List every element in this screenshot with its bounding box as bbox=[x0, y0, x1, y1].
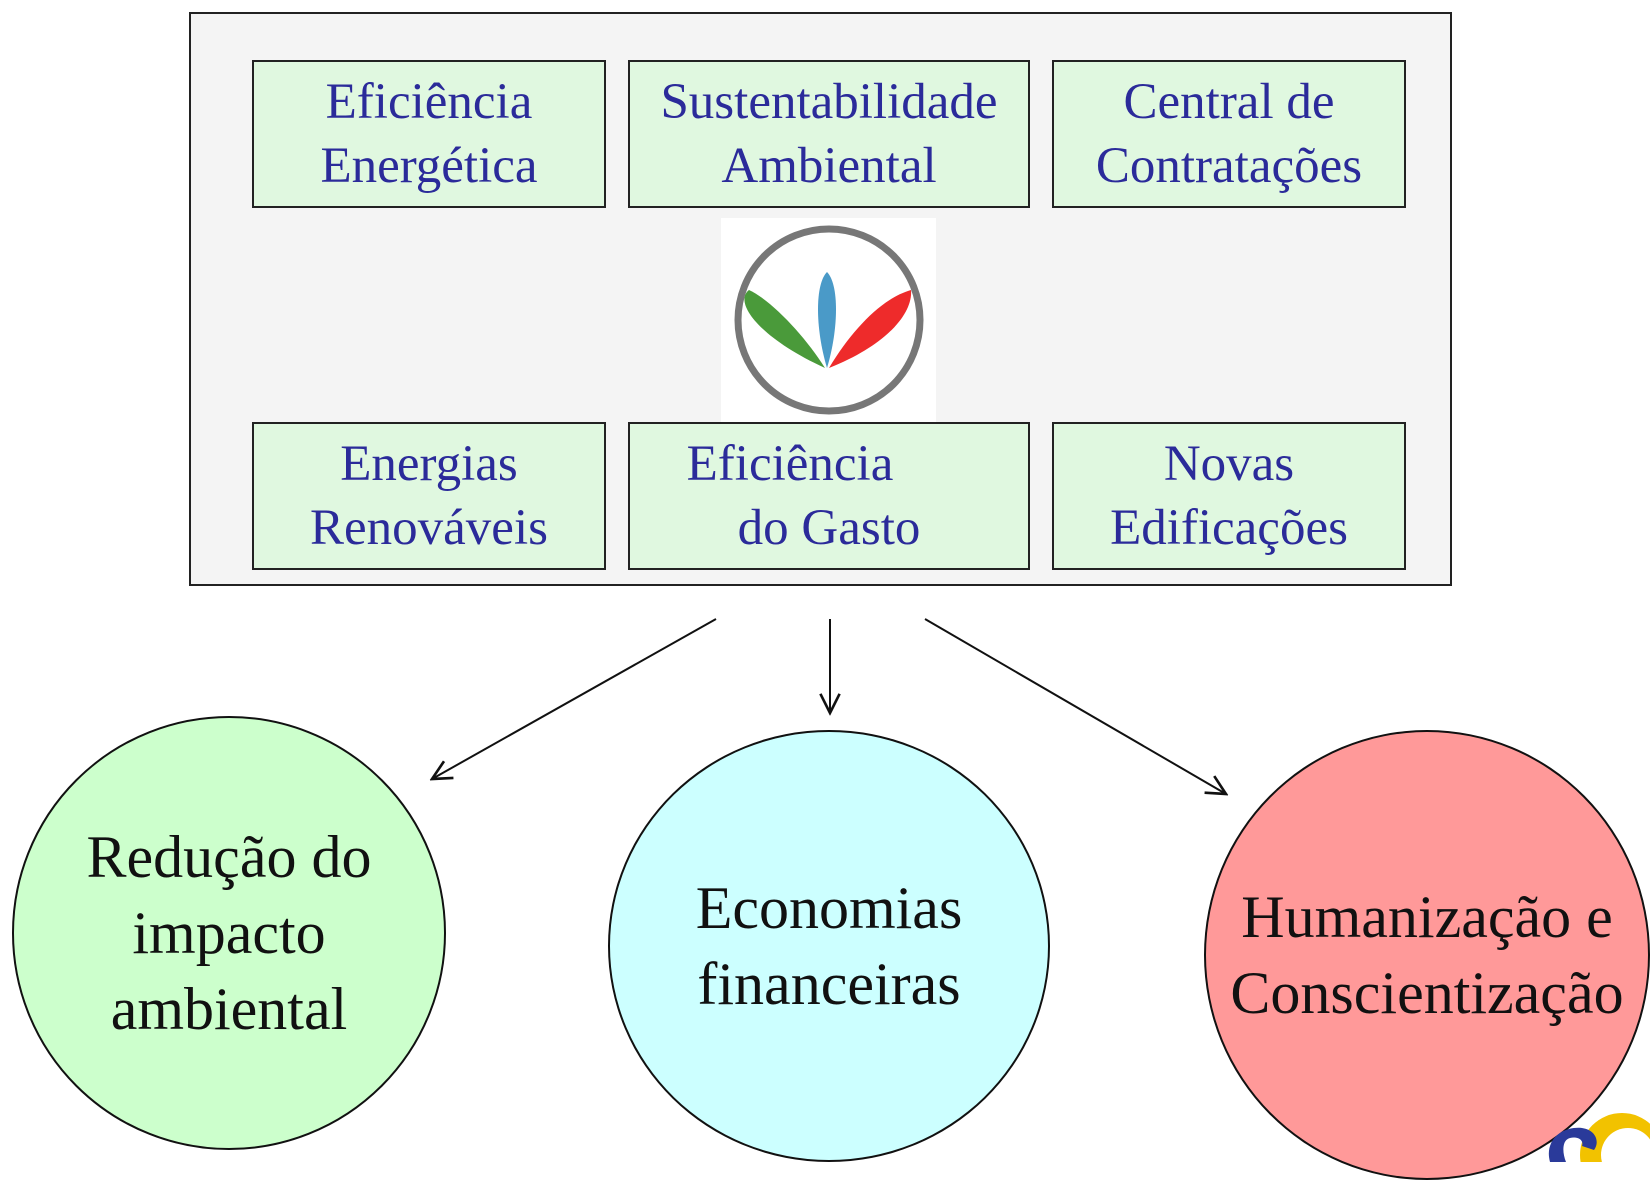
pillar-eficiencia-energetica: Eficiência Energética bbox=[252, 60, 606, 208]
arrow-to-reducao bbox=[432, 618, 717, 779]
outcome-line-1: Redução do bbox=[86, 824, 372, 890]
corner-logo-icon bbox=[1548, 1113, 1650, 1162]
pillar-line-1: Eficiência bbox=[325, 74, 533, 130]
pillar-central-de-contratacoes: Central de Contratações bbox=[1052, 60, 1406, 208]
pillar-line-2: Contratações bbox=[1095, 138, 1363, 194]
outcome-line-2: impacto bbox=[132, 900, 326, 966]
pillar-line-2: do Gasto bbox=[737, 500, 921, 556]
pillar-energias-renovaveis: Energias Renováveis bbox=[252, 422, 606, 570]
pillar-line-1: Energias bbox=[340, 436, 518, 492]
outcome-line-1: Economias bbox=[695, 875, 963, 941]
pillar-line-1: Central de bbox=[1123, 74, 1335, 130]
outcome-economias-financeiras: Economias financeiras bbox=[608, 730, 1050, 1162]
outcome-reducao-impacto-ambiental: Redução do impacto ambiental bbox=[12, 716, 446, 1150]
arrow-to-humanizacao bbox=[924, 618, 1226, 794]
pillar-line-2: Ambiental bbox=[721, 138, 937, 194]
pillar-novas-edificacoes: Novas Edificações bbox=[1052, 422, 1406, 570]
pillar-line-1: Novas bbox=[1163, 436, 1295, 492]
pillar-line-1: Sustentabilidade bbox=[660, 74, 998, 130]
pillar-line-2: Edificações bbox=[1110, 500, 1348, 556]
program-logo bbox=[721, 218, 936, 423]
outcome-humanizacao-conscientizacao: Humanização e Conscientização bbox=[1204, 730, 1650, 1180]
three-petal-circle-logo-icon bbox=[734, 225, 924, 415]
pillar-line-2: Renováveis bbox=[310, 500, 548, 556]
pillar-line-2: Energética bbox=[320, 138, 538, 194]
outcome-line-2: Conscientização bbox=[1230, 960, 1624, 1026]
outcome-line-2: financeiras bbox=[697, 951, 961, 1017]
outcome-line-3: ambiental bbox=[110, 976, 348, 1042]
outcome-line-1: Humanização e bbox=[1241, 884, 1613, 950]
pillar-line-1: Eficiência bbox=[686, 436, 894, 492]
pillar-sustentabilidade-ambiental: Sustentabilidade Ambiental bbox=[628, 60, 1030, 208]
pillar-eficiencia-do-gasto: Eficiência do Gasto bbox=[628, 422, 1030, 570]
